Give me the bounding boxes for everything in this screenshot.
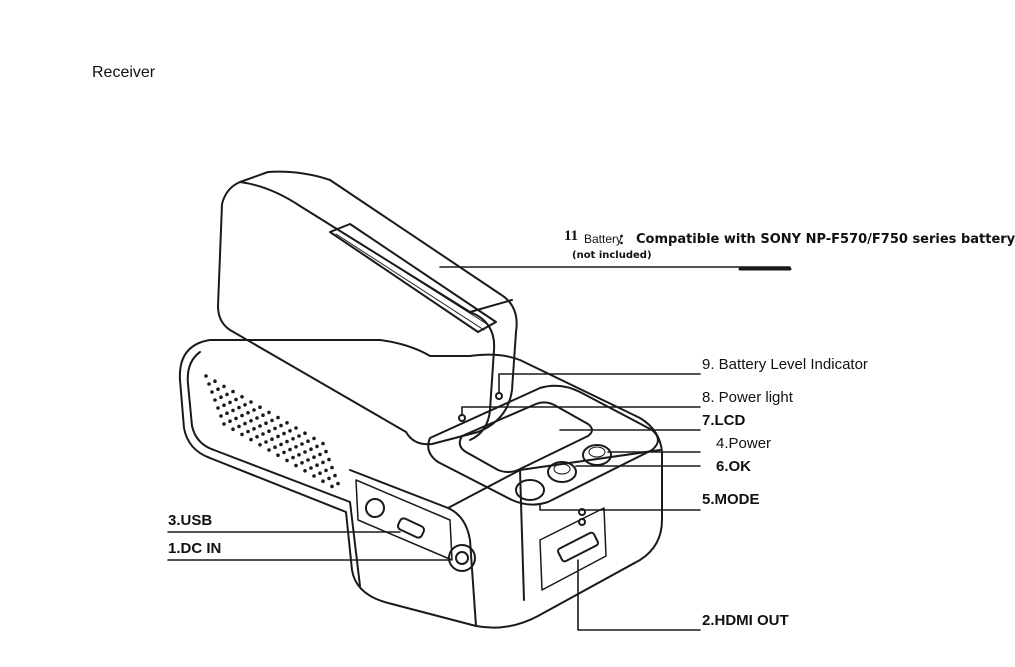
page-title: Receiver [92,64,156,81]
power-label: 4.Power [716,435,772,452]
battery-callout-note: (not included) [572,250,652,261]
lcd-screen [458,401,593,473]
power-light-led [458,414,466,422]
receiver-body [178,339,663,629]
battery-callout-word: Battery [584,232,623,246]
speaker-grille-icon [204,374,340,489]
side-ports [355,479,476,572]
control-panel [427,384,659,506]
battery-level-led [495,392,503,400]
front-ports [539,507,607,591]
battery-callout-colon: ： [618,231,632,247]
hdmi-port [557,531,599,563]
battery-level-label: 9. Battery Level Indicator [702,356,868,373]
hdmi-out-label: 2.HDMI OUT [702,612,789,629]
usb-label: 3.USB [168,512,213,529]
battery-pack [217,170,518,446]
battery-callout-desc: Compatible with SONY NP-F570/F750 series… [636,232,1015,247]
battery-callout-number: 11 [564,228,579,244]
dc-in-port [448,544,476,572]
mode-button [515,479,545,501]
ok-label: 6.OK [716,458,752,475]
mode-label: 5.MODE [702,491,760,508]
lcd-label: 7.LCD [702,412,746,429]
power-light-label: 8. Power light [702,389,793,406]
power-button [582,444,612,466]
leader-lines [167,266,792,631]
usb-port [396,517,426,539]
ok-button [547,461,577,483]
dc-in-label: 1.DC IN [168,540,222,557]
